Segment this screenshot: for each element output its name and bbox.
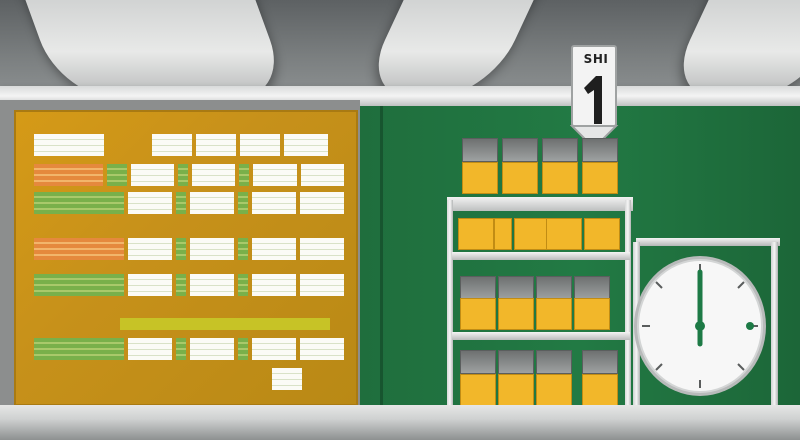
ceiling-panel (357, 0, 543, 100)
box (502, 162, 538, 194)
box (542, 162, 578, 194)
box (536, 350, 572, 374)
board-row (34, 238, 344, 260)
box (460, 350, 496, 374)
board-cell (190, 338, 234, 360)
board-cell (128, 238, 172, 260)
clock-stand-rail (636, 238, 780, 246)
board-cell (152, 134, 192, 156)
board-cell (190, 238, 234, 260)
box (460, 298, 496, 330)
board-row (34, 192, 344, 214)
box (582, 350, 618, 374)
box (460, 276, 496, 300)
board-cell (176, 338, 186, 360)
box (494, 218, 512, 250)
wall-divider (380, 106, 383, 410)
box (460, 374, 496, 406)
board-row (34, 134, 344, 156)
board-cell (239, 164, 250, 186)
shelf-plank (452, 252, 630, 260)
board-cell (34, 164, 104, 186)
board-highlight-bar (120, 318, 330, 330)
board-cell (107, 164, 127, 186)
box (546, 218, 582, 250)
board-cell (252, 192, 296, 214)
board-cell (238, 192, 248, 214)
board-cell (238, 238, 248, 260)
board-cell (128, 192, 172, 214)
box (582, 162, 618, 194)
board-cell (128, 274, 172, 296)
ceiling-panel (662, 0, 800, 100)
board-cell (300, 238, 344, 260)
board-cell (178, 164, 188, 186)
box (574, 298, 610, 330)
board-cell (272, 368, 302, 390)
board-cell (284, 134, 328, 156)
board-cell (253, 164, 297, 186)
board-cell (176, 274, 186, 296)
box (498, 276, 534, 300)
schedule-board (14, 110, 358, 406)
board-cell (300, 338, 344, 360)
sign-label: SHI (583, 52, 609, 66)
shelf-post (447, 200, 453, 406)
board-row (34, 274, 344, 296)
board-row (34, 338, 344, 360)
box (536, 374, 572, 406)
box (542, 138, 578, 162)
board-cell (300, 274, 344, 296)
board-cell (128, 338, 172, 360)
shelf-plank (452, 332, 630, 340)
floor (0, 405, 800, 440)
box (462, 162, 498, 194)
board-cell (300, 164, 345, 186)
board-cell (240, 134, 280, 156)
board-cell (252, 238, 296, 260)
box (584, 218, 620, 250)
box (536, 276, 572, 300)
board-cell (238, 274, 248, 296)
box (502, 138, 538, 162)
board-cell (190, 192, 234, 214)
board-cell (34, 134, 104, 156)
board-cell (176, 192, 186, 214)
box (574, 276, 610, 300)
board-row (34, 164, 345, 186)
shelf-post (625, 200, 631, 406)
board-cell (300, 192, 344, 214)
board-cell (34, 238, 124, 260)
box (462, 138, 498, 162)
board-row (34, 368, 344, 390)
clock-icon (634, 256, 766, 396)
overhead-sign (570, 45, 619, 150)
board-cell (196, 134, 236, 156)
ceiling (0, 0, 800, 100)
box (458, 218, 494, 250)
board-cell (252, 274, 296, 296)
board-cell (176, 238, 186, 260)
number-one-icon (584, 76, 602, 124)
board-cell (34, 192, 124, 214)
box (498, 298, 534, 330)
box (514, 218, 550, 250)
box (498, 374, 534, 406)
board-cell (190, 274, 234, 296)
board-cell (34, 274, 124, 296)
board-cell (130, 164, 175, 186)
box (582, 138, 618, 162)
board-cell (191, 164, 236, 186)
shelf-top (447, 197, 633, 211)
clock-stand-post (771, 242, 778, 408)
ceiling-panel (18, 0, 292, 100)
box (536, 298, 572, 330)
board-cell (34, 338, 124, 360)
box (582, 374, 618, 406)
board-cell (238, 338, 248, 360)
box (498, 350, 534, 374)
board-cell (252, 338, 296, 360)
